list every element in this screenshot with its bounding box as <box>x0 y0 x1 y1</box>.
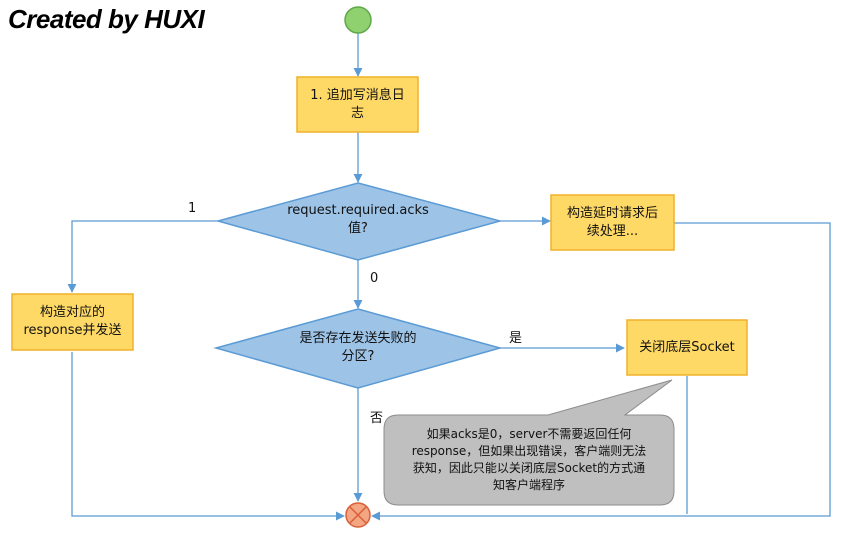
callout-bubble <box>383 379 675 506</box>
edge-delayed-to-end <box>371 222 831 521</box>
append-log-box <box>296 76 419 133</box>
edge-response-to-end <box>71 352 345 521</box>
edge-label-acks-one: 1 <box>188 201 197 216</box>
edge-label-acks-zero: 0 <box>370 271 379 286</box>
acks-decision-diamond <box>215 182 503 261</box>
edge-label-yes: 是 <box>509 331 523 346</box>
edge-acks-to-response <box>67 220 218 293</box>
end-node <box>345 502 371 528</box>
send-failed-decision-diamond <box>213 308 503 389</box>
watermark-title: Created by HUXI <box>8 4 205 34</box>
edge-label-no: 否 <box>370 411 384 426</box>
delayed-request-box <box>550 194 675 251</box>
build-response-box <box>11 293 134 351</box>
callout-note: 如果acks是0，server不需要返回任何 response，但如果出现错误，… <box>411 427 647 492</box>
close-socket-box <box>626 319 748 376</box>
start-node <box>344 6 372 34</box>
